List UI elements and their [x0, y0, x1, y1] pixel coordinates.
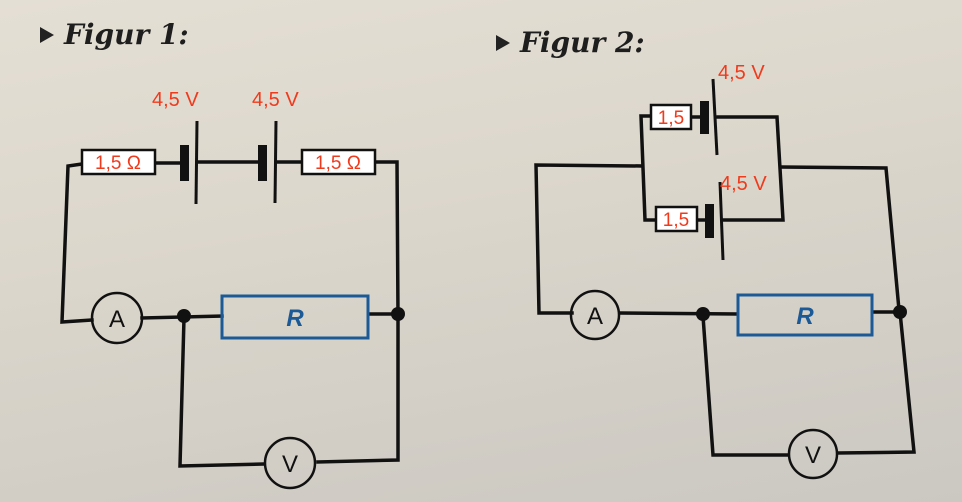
fig1-junction-left [177, 309, 191, 323]
fig1-internal-resistor-2: 1,5 Ω [300, 148, 377, 176]
figure-2-title-text: Figur 2: [520, 26, 645, 59]
fig1-internal-resistor-2-label: 1,5 Ω [315, 153, 361, 174]
fig1-battery-1: 4,5 V [152, 89, 199, 205]
fig2-wire-ammeter-node [618, 311, 738, 316]
fig2-battery-2-voltage: 4,5 V [720, 173, 767, 195]
fig2-battery-1-voltage: 4,5 V [718, 62, 765, 84]
figure-1-title-text: Figur 1: [64, 18, 189, 51]
figure-1-circuit: 4,5 V 4,5 V 1,5 Ω 1,5 Ω A R [60, 89, 405, 490]
battery-positive-plate [718, 181, 725, 261]
fig1-wire-right [373, 160, 400, 318]
fig1-load-resistor-label: R [286, 305, 304, 332]
figure-2-circuit: 4,5 V 4,5 V 1,5 1,5 A R [534, 62, 916, 480]
fig2-battery-2: 4,5 V [705, 173, 767, 261]
fig2-ammeter: A [569, 289, 621, 341]
fig1-battery-2: 4,5 V [252, 89, 299, 204]
fig2-internal-resistor-2: 1,5 [654, 205, 699, 233]
fig1-wire-voltmeter-loop [178, 314, 400, 468]
fig2-load-resistor-label: R [796, 303, 814, 330]
fig1-ammeter: A [90, 291, 144, 345]
fig2-load-resistor: R [736, 293, 874, 337]
fig1-load-resistor: R [220, 294, 370, 340]
fig2-voltmeter: V [787, 428, 839, 480]
fig1-voltmeter: V [263, 436, 317, 490]
figure-1-title: Figur 1: [40, 18, 189, 51]
fig2-wire-parallel-left [639, 114, 658, 222]
fig1-wire-left [60, 162, 94, 324]
fig2-junction-right [893, 305, 907, 319]
battery-positive-plate [273, 120, 278, 204]
fig1-internal-resistor-1-label: 1,5 Ω [95, 153, 141, 174]
fig1-battery-1-voltage: 4,5 V [152, 89, 199, 111]
fig2-internal-resistor-1-label: 1,5 [658, 108, 684, 129]
battery-negative-plate [705, 204, 714, 238]
fig1-internal-resistor-1: 1,5 Ω [80, 148, 157, 176]
bullet-triangle-icon [40, 26, 54, 43]
fig1-ammeter-label: A [109, 306, 125, 333]
fig2-internal-resistor-2-label: 1,5 [663, 210, 689, 231]
fig2-wire-bat1-right [716, 115, 785, 222]
fig2-wire-voltmeter-loop [701, 310, 916, 457]
fig1-junction-right [391, 307, 405, 321]
battery-negative-plate [700, 101, 709, 134]
fig1-battery-2-voltage: 4,5 V [252, 89, 299, 111]
battery-positive-plate [711, 78, 719, 156]
fig2-battery-1: 4,5 V [700, 62, 765, 156]
fig2-wire-outer-right [779, 165, 901, 312]
figure-2-title: Figur 2: [496, 26, 645, 59]
battery-negative-plate [180, 145, 189, 181]
bullet-triangle-icon [496, 34, 510, 51]
fig2-voltmeter-label: V [805, 442, 821, 469]
fig2-junction-left [696, 307, 710, 321]
battery-negative-plate [258, 145, 267, 181]
fig2-internal-resistor-1: 1,5 [649, 103, 693, 131]
battery-positive-plate [194, 120, 199, 205]
fig2-ammeter-label: A [587, 303, 603, 330]
fig1-voltmeter-label: V [282, 451, 298, 478]
fig2-wire-outer-left [534, 163, 644, 315]
